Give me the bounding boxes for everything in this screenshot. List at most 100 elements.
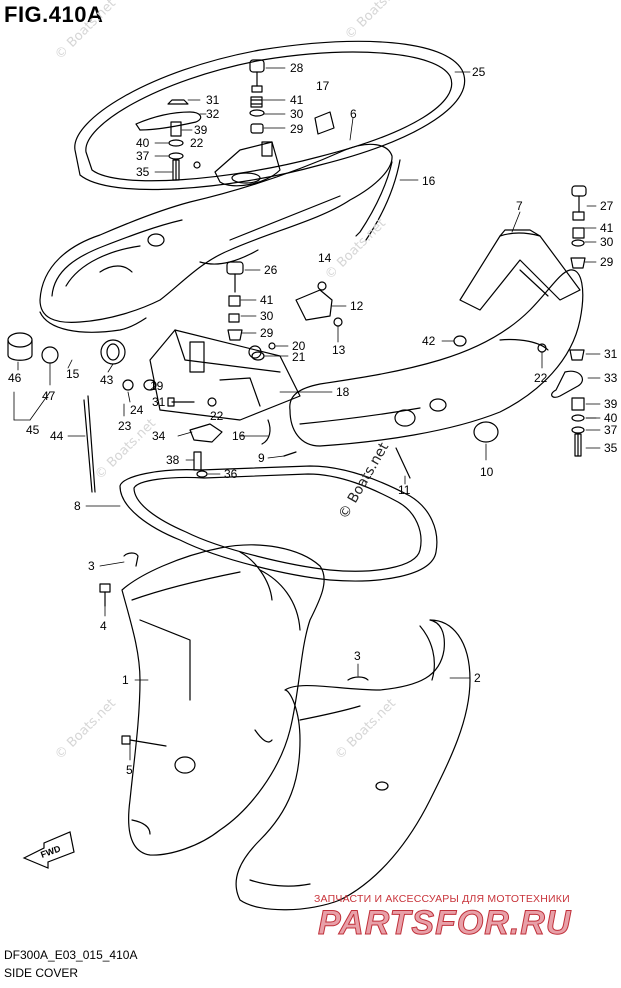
upper-front-cover-part-6	[39, 143, 393, 323]
callout-44: 44	[50, 429, 64, 443]
callout-16b: 16	[232, 429, 246, 443]
callout-19: 19	[150, 379, 164, 393]
callout-36: 36	[224, 467, 238, 481]
svg-text:© Boats.net: © Boats.net	[322, 216, 389, 283]
callout-8: 8	[74, 499, 81, 513]
callout-4: 4	[100, 619, 107, 633]
callout-35b: 35	[604, 441, 618, 455]
callout-12: 12	[350, 299, 364, 313]
callout-31: 31	[206, 93, 220, 107]
clip-part-9	[283, 451, 297, 457]
callout-31b: 31	[604, 347, 618, 361]
callout-10: 10	[480, 465, 494, 479]
plug-part-10	[473, 421, 499, 443]
callout-23: 23	[118, 419, 132, 433]
callout-22: 22	[190, 136, 204, 150]
callout-39: 39	[194, 123, 208, 137]
seal-ring-part-25	[74, 40, 466, 191]
latch-hardware-stack-top	[214, 59, 281, 187]
callout-5: 5	[126, 763, 133, 777]
clip-part-24	[122, 379, 134, 391]
callout-22c: 22	[210, 409, 224, 423]
callout-18: 18	[336, 385, 350, 399]
callout-37b: 37	[604, 423, 618, 437]
callout-41c: 41	[260, 293, 274, 307]
callout-42: 42	[422, 334, 436, 348]
grommet-part-21	[251, 351, 265, 361]
callout-9: 9	[258, 451, 265, 465]
grommet-part-43	[100, 339, 126, 365]
svg-text:© Boats.net: © Boats.net	[52, 696, 119, 763]
hook-hardware-stack-right	[537, 343, 585, 457]
grommet-part-42	[453, 335, 467, 347]
right-side-cover-part-2	[235, 619, 471, 911]
cable-part-15	[39, 311, 147, 333]
callout-numbers: 28 25 31 32 17 41 6 30 29 39 40 22 37 35…	[8, 61, 618, 777]
callout-20: 20	[292, 339, 306, 353]
callout-41: 41	[290, 93, 304, 107]
hook-hardware-stack-left	[135, 99, 202, 181]
callout-11: 11	[398, 483, 411, 497]
bolt-part-11	[395, 447, 411, 479]
figure-name: SIDE COVER	[4, 966, 79, 980]
callout-45: 45	[26, 423, 40, 437]
svg-text:© Boats.net: © Boats.net	[332, 696, 399, 763]
callout-32: 32	[206, 107, 220, 121]
callout-14: 14	[318, 251, 332, 265]
callout-15: 15	[66, 367, 80, 381]
cable-tie-part-44	[83, 395, 96, 493]
callout-37: 37	[136, 149, 150, 163]
callout-30c: 30	[260, 309, 274, 323]
plate-part-17	[314, 111, 335, 135]
rubber-strip-part-16	[355, 159, 401, 241]
callout-39b: 39	[604, 397, 618, 411]
latch-hardware-stack-right	[570, 185, 587, 269]
callout-7: 7	[516, 199, 523, 213]
callout-3b: 3	[354, 649, 361, 663]
callout-28: 28	[290, 61, 304, 75]
callout-25: 25	[472, 65, 486, 79]
callout-13: 13	[332, 343, 346, 357]
callout-41b: 41	[600, 221, 614, 235]
grommet-part-46	[7, 332, 33, 361]
callout-30: 30	[290, 107, 304, 121]
callout-47: 47	[42, 389, 56, 403]
svg-text:© Boats.net: © Boats.net	[52, 0, 119, 63]
bracket-hardware-center	[295, 281, 343, 327]
retailer-brand: PARTSFOR.RU	[317, 904, 572, 943]
callout-43: 43	[100, 373, 114, 387]
bolt-part-38	[193, 451, 202, 471]
callout-22b: 22	[534, 371, 548, 385]
callout-21: 21	[292, 350, 306, 364]
plug-part-47	[41, 346, 59, 364]
callout-29: 29	[290, 122, 304, 136]
figure-title: FIG.410A	[4, 2, 104, 27]
left-side-cover-part-1	[121, 544, 325, 856]
callout-16: 16	[422, 174, 436, 188]
center-bracket-part-18	[149, 329, 301, 421]
callout-6: 6	[350, 107, 357, 121]
bolt-part-31-lower	[167, 397, 195, 407]
seal-frame-part-8	[119, 465, 438, 582]
clip-part-3-lower	[347, 676, 369, 681]
callout-29c: 29	[260, 326, 274, 340]
callout-46: 46	[8, 371, 22, 385]
callout-31c: 31	[152, 395, 166, 409]
washer-part-22-lower	[207, 397, 217, 407]
callout-33: 33	[604, 371, 618, 385]
callout-26: 26	[264, 263, 278, 277]
svg-text:© Boats.net: © Boats.net	[342, 0, 409, 43]
callout-34: 34	[152, 429, 166, 443]
callout-40: 40	[136, 136, 150, 150]
bracket-part-34	[189, 423, 223, 443]
bolt-stack-part-26	[226, 261, 244, 341]
callout-27: 27	[600, 199, 614, 213]
rear-upper-cover-part-7	[289, 229, 584, 447]
bolt-part-4	[99, 583, 111, 607]
callout-38: 38	[166, 453, 180, 467]
clip-part-20	[268, 342, 276, 350]
callout-17: 17	[316, 79, 330, 93]
callout-35: 35	[136, 165, 150, 179]
